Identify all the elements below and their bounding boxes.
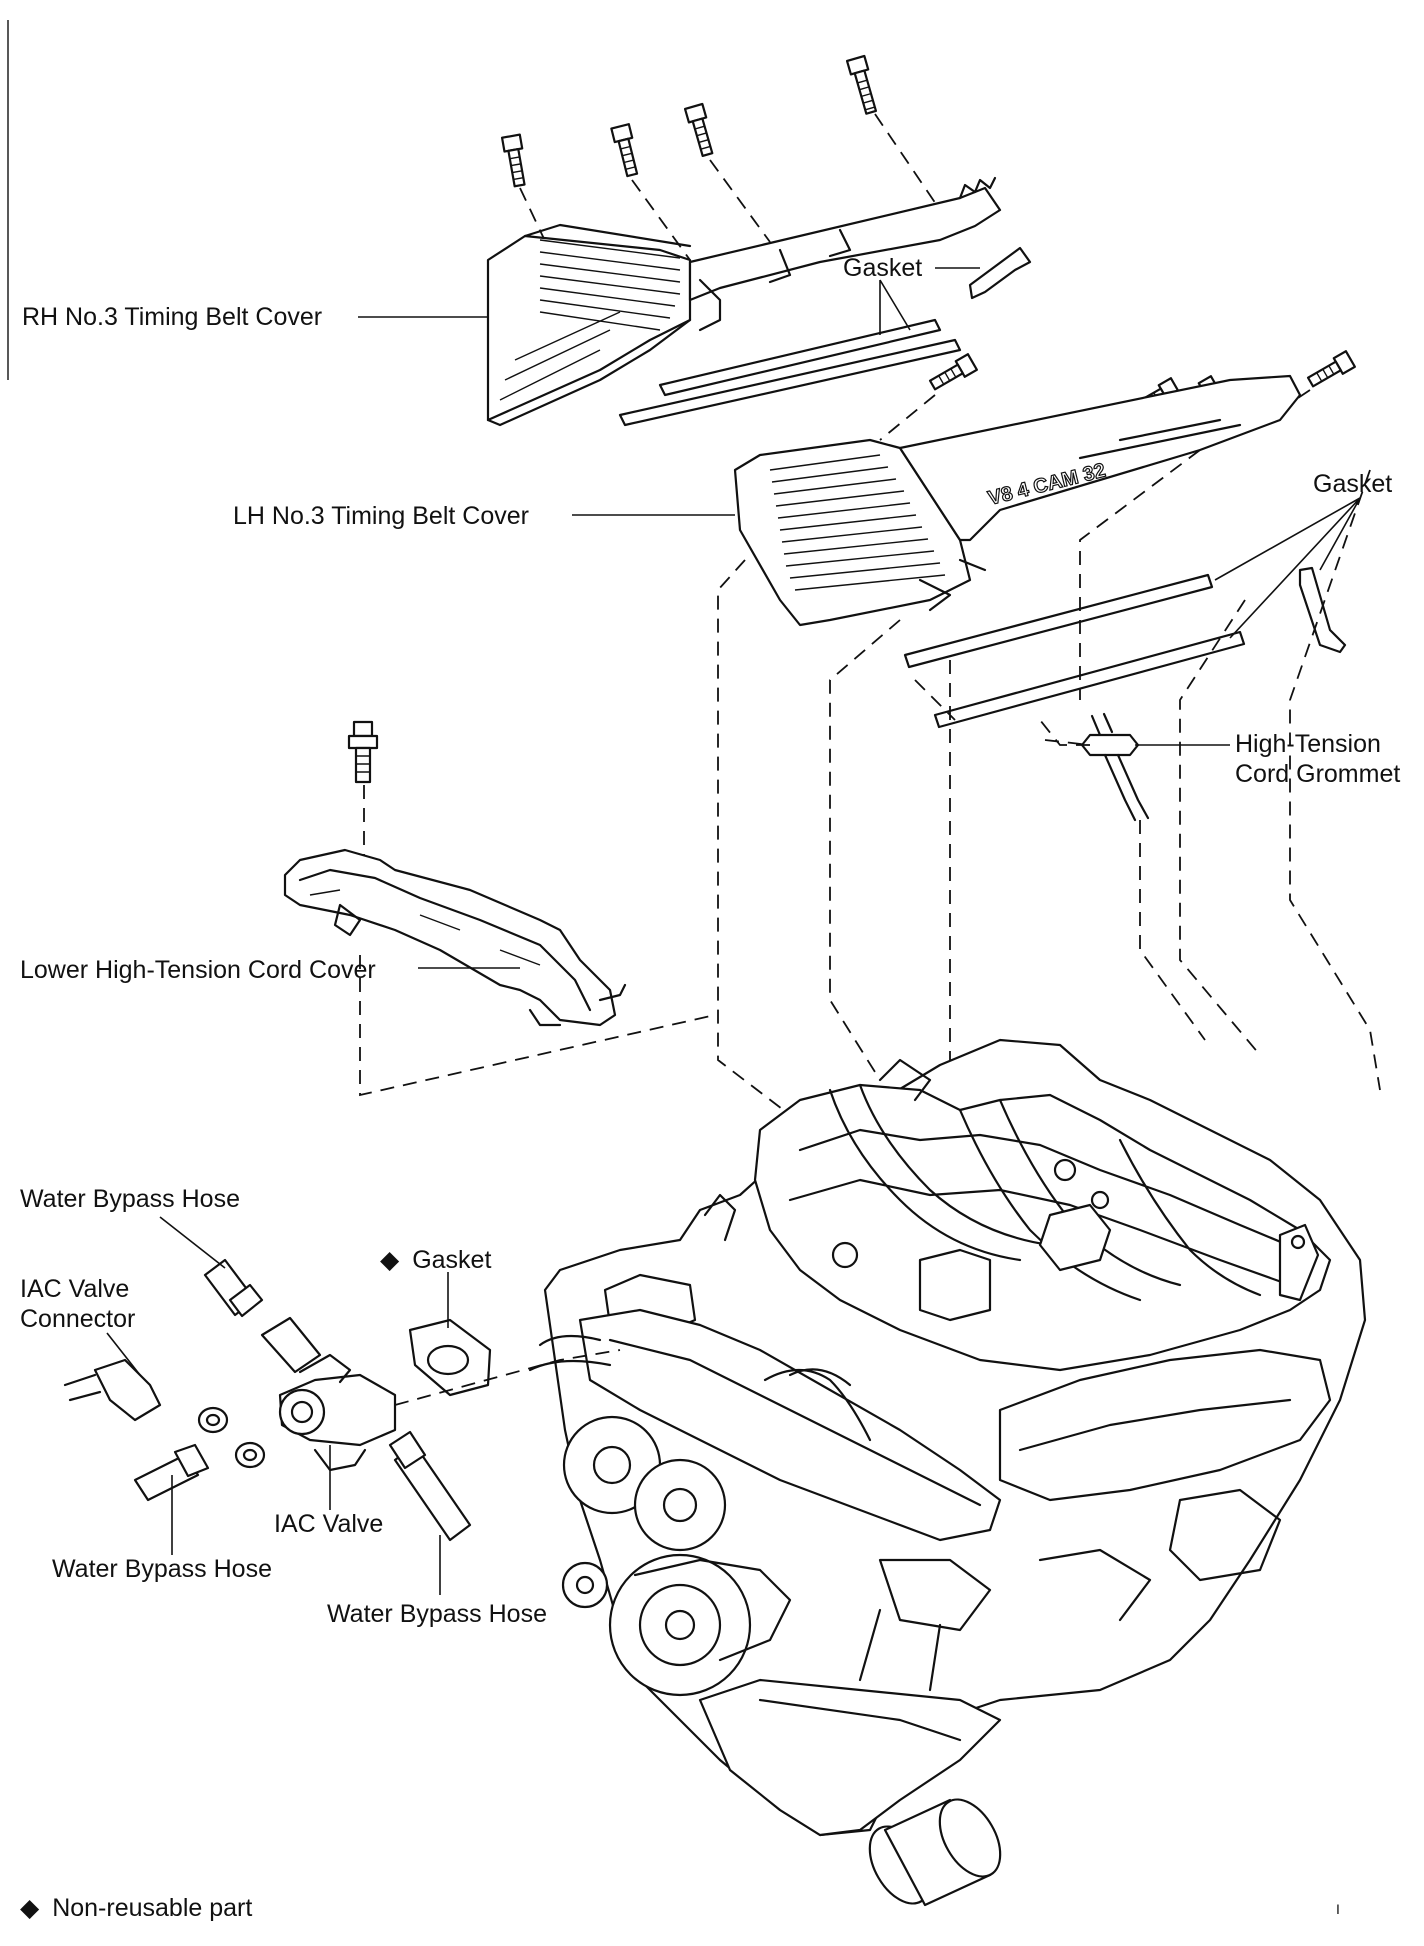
iac-connector-label-line1: IAC Valve — [20, 1275, 129, 1303]
lh-timing-belt-cover: V8 4 CAM 32 — [733, 374, 1302, 627]
bolt-guide-lines-lh — [879, 389, 1311, 471]
cord-cover-bolt — [347, 720, 379, 784]
crank-pulley-large — [608, 1553, 752, 1697]
gasket-nonreusable-label: ◆ Gasket — [380, 1246, 491, 1274]
bolt — [1306, 350, 1356, 388]
iac-connector-label-line2: Connector — [20, 1305, 135, 1333]
lower-cord-cover-label: Lower High-Tension Cord Cover — [20, 956, 376, 984]
gasket-strips-right — [903, 566, 1347, 729]
engine-assembly — [528, 1038, 1367, 1907]
grommet-label-line2: Cord Grommet — [1235, 760, 1400, 788]
water-bypass-hose-right-label: Water Bypass Hose — [327, 1600, 547, 1628]
cord-cover-guide-line — [359, 955, 716, 1097]
water-bypass-hose-top-label: Water Bypass Hose — [20, 1185, 240, 1213]
timing-pulley-center — [633, 1458, 727, 1552]
iac-guide-line — [394, 1349, 621, 1406]
gasket-upper-label: Gasket — [843, 254, 922, 282]
gasket-right-label: Gasket — [1313, 470, 1392, 498]
bolt-group-rh-cover — [500, 54, 878, 188]
bolt — [845, 54, 878, 115]
water-bypass-hose-top-leader — [159, 1216, 226, 1269]
nonreusable-diamond-icon: ◆ — [380, 1246, 400, 1274]
legend-diamond-icon: ◆ — [20, 1894, 40, 1922]
bolt — [928, 353, 978, 391]
water-bypass-iac-group — [63, 1258, 492, 1542]
iac-valve-connector — [93, 1358, 162, 1422]
gasket-right-leader-lines — [1214, 497, 1361, 639]
gasket-upper-leader-lines — [879, 267, 980, 335]
bolt — [683, 102, 714, 158]
grommet-label-line1: High-Tension — [1235, 730, 1381, 758]
iac-valve-label: IAC Valve — [274, 1510, 383, 1538]
rh-cover-label: RH No.3 Timing Belt Cover — [22, 303, 322, 331]
fitting-1 — [197, 1406, 229, 1434]
high-tension-cord-grommet — [1080, 712, 1150, 822]
page-mark: I — [1336, 1901, 1340, 1917]
bolt-guide-lines-rh — [519, 113, 941, 263]
fitting-2 — [234, 1441, 266, 1469]
idler-pulley — [561, 1561, 609, 1609]
bolt — [610, 123, 639, 178]
rh-timing-belt-cover — [486, 176, 1002, 427]
legend: ◆ Non-reusable part — [20, 1894, 252, 1922]
iac-connector-leader — [106, 1332, 141, 1376]
lower-high-tension-cord-cover — [283, 720, 627, 1027]
bolt — [500, 133, 526, 188]
lh-cover-label: LH No.3 Timing Belt Cover — [233, 502, 529, 530]
grommet-guide-line — [1039, 719, 1090, 746]
gasket-strips-upper — [618, 246, 1032, 427]
gasket-nonreusable-part — [408, 1318, 492, 1397]
water-bypass-hose-left-label: Water Bypass Hose — [52, 1555, 272, 1583]
